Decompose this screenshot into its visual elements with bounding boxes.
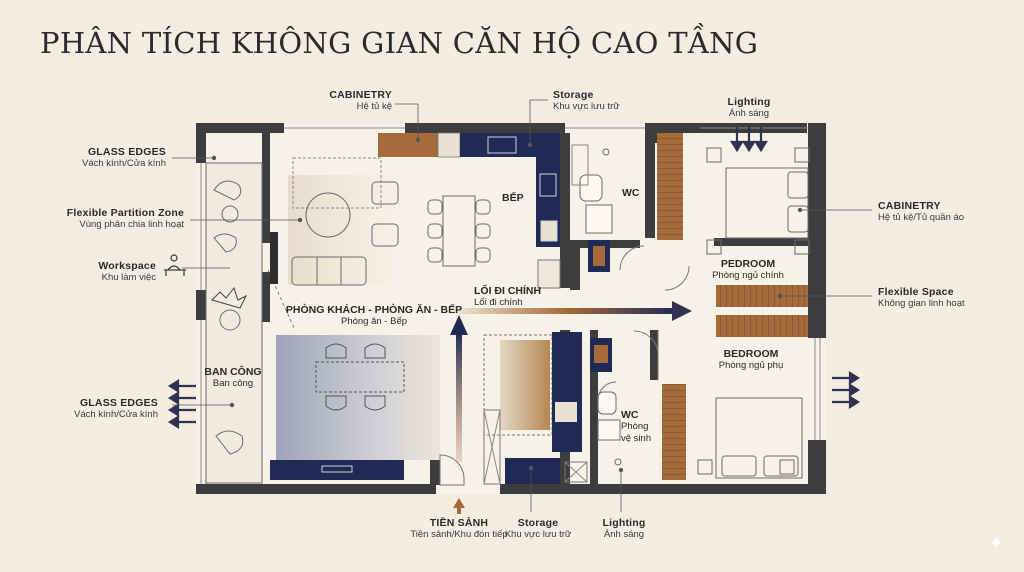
room-label-bedroom2: BEDROOM Phòng ngủ phụ xyxy=(718,348,784,371)
callout-lighting-top: Lighting Ánh sáng xyxy=(727,96,771,119)
callout-cabinetry-right: CABINETRY Hệ tủ kệ/Tủ quần áo xyxy=(878,200,965,223)
callout-cabinetry-top: CABINETRY Hệ tủ kệ xyxy=(329,89,392,112)
callout-flexible-partition: Flexible Partition Zone Vùng phân chia l… xyxy=(66,207,184,230)
callout-glass-edges-bottom: GLASS EDGES Vách kính/Cửa kính xyxy=(74,397,158,420)
callout-glass-edges-top: GLASS EDGES Vách kính/Cửa kính xyxy=(82,146,166,169)
room-label-balcony: BAN CÔNG Ban công xyxy=(204,366,262,389)
desk-person-icon xyxy=(164,254,186,276)
room-label-corridor: LỐI ĐI CHÍNH Lối đi chính xyxy=(474,285,542,308)
room-label-wc-bottom: WC Phòng vệ sinh xyxy=(621,409,652,444)
callout-workspace: Workspace Khu làm việc xyxy=(98,260,156,283)
room-label-main-bedroom: PEDROOM Phòng ngủ chính xyxy=(712,258,784,281)
callout-entrance: TIỀN SẢNH Tiền sảnh/Khu đón tiếp xyxy=(410,517,508,540)
callout-lighting-bottom: Lighting Ánh sáng xyxy=(602,517,646,540)
page-title: PHÂN TÍCH KHÔNG GIAN CĂN HỘ CAO TẦNG xyxy=(40,26,759,60)
sparkle-icon: ✦ xyxy=(988,533,1004,554)
room-label-wc-top: WC xyxy=(622,187,640,199)
room-label-kitchen: BẾP xyxy=(502,192,524,204)
callout-storage-bottom: Storage Khu vực lưu trữ xyxy=(504,517,572,540)
room-label-living: PHÒNG KHÁCH - PHÒNG ĂN - BẾP Phòng ăn - … xyxy=(285,304,463,327)
callout-flexible-space: Flexible Space Không gian linh hoạt xyxy=(878,286,965,309)
callout-storage-top: Storage Khu vực lưu trữ xyxy=(553,89,620,112)
